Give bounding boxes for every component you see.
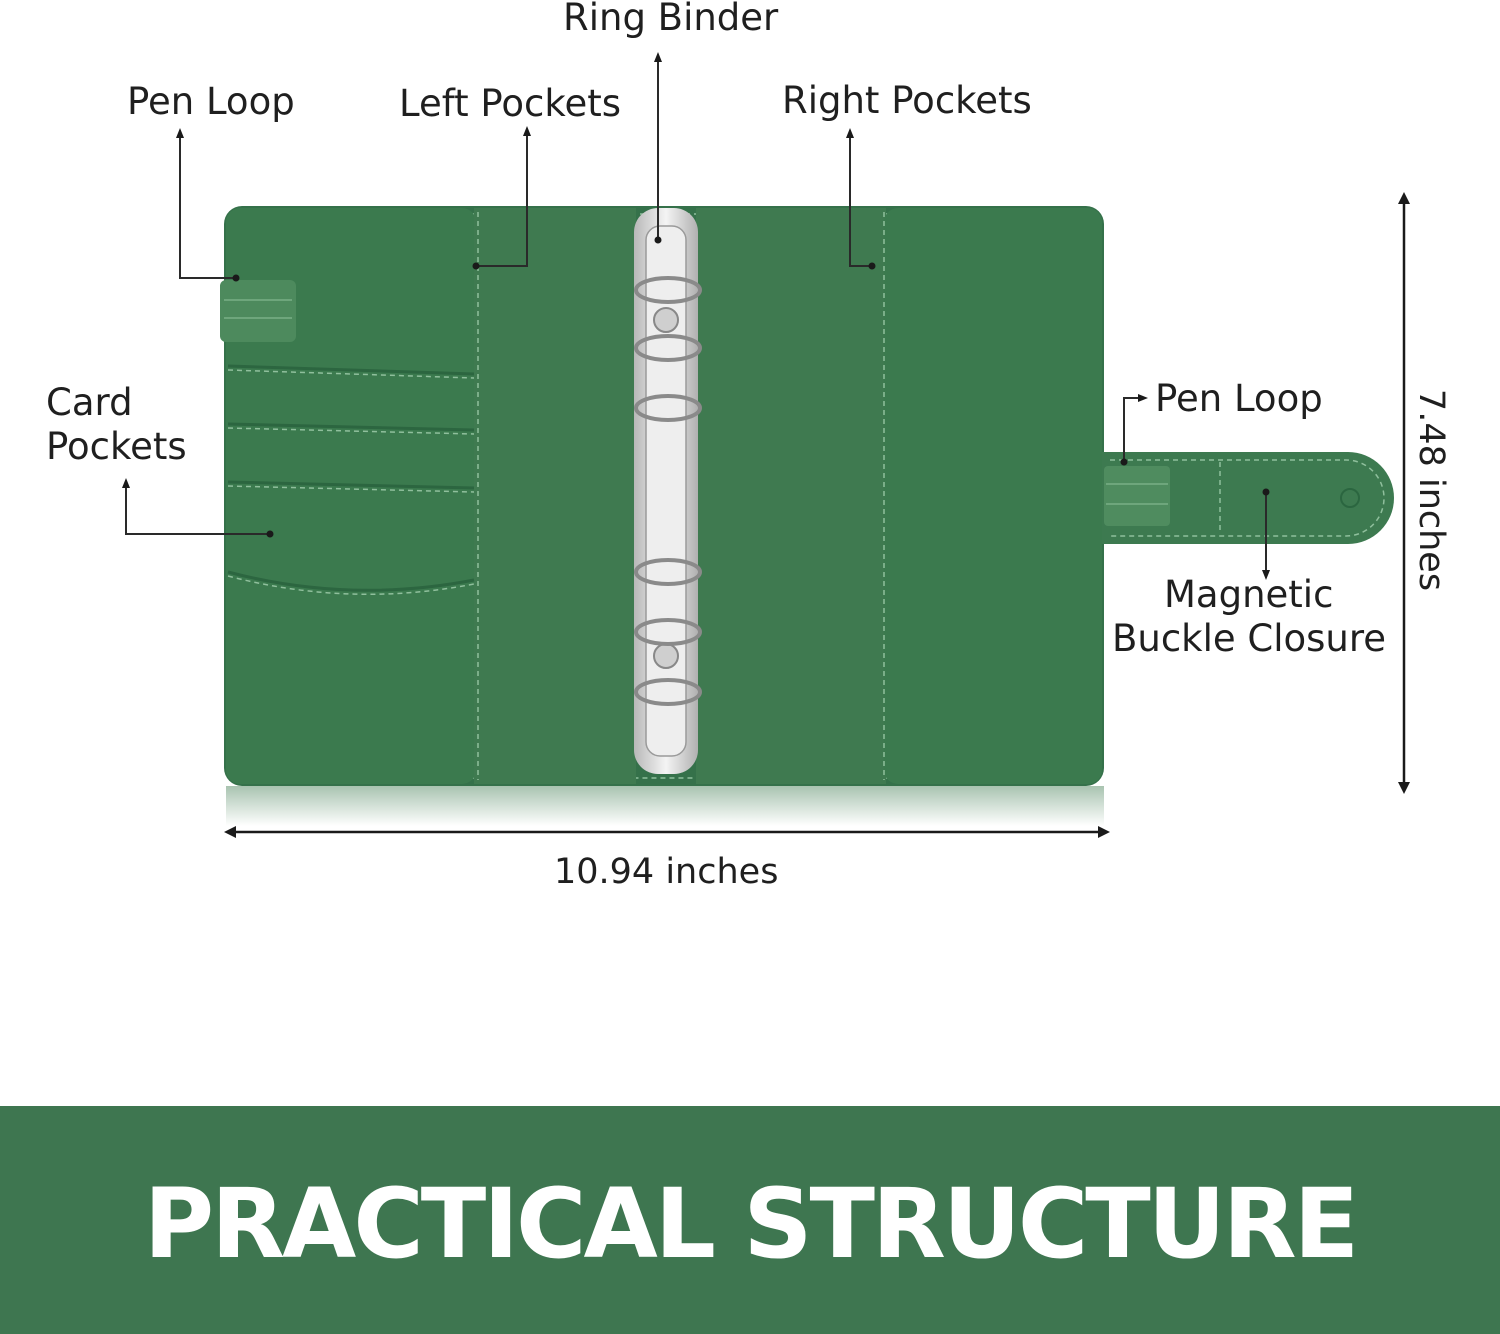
label-magnetic-line2: Buckle Closure — [1112, 617, 1387, 660]
label-magnetic-line1: Magnetic — [1164, 573, 1334, 616]
pen-loop-left — [220, 280, 296, 342]
label-left-pockets: Left Pockets — [399, 82, 621, 125]
width-dimension-label: 10.94 inches — [554, 852, 779, 892]
label-pen-loop-left: Pen Loop — [127, 80, 295, 123]
card-pockets — [227, 364, 475, 596]
left-pocket-panel — [474, 208, 636, 784]
label-ring-binder: Ring Binder — [563, 0, 779, 39]
label-right-pockets: Right Pockets — [782, 79, 1032, 122]
left-panel — [226, 208, 476, 784]
leader-arrowheads — [122, 52, 1270, 580]
label-card-pockets-line1: Card — [46, 381, 133, 424]
right-pocket-panel — [696, 208, 886, 784]
leader-dots — [232, 236, 1270, 538]
title-banner — [0, 1106, 1500, 1334]
leader-lines — [125, 60, 1267, 572]
height-dimension-arrow — [1398, 192, 1410, 794]
width-dimension-arrow — [224, 826, 1110, 838]
ring-binder — [634, 208, 702, 774]
label-pen-loop-right: Pen Loop — [1155, 377, 1323, 420]
right-panel — [884, 208, 1102, 784]
magnetic-buckle-closure — [1102, 452, 1394, 544]
binder-reflection — [226, 786, 1104, 826]
label-card-pockets-line2: Pockets — [46, 425, 187, 468]
banner-title: PRACTICAL STRUCTURE — [143, 1168, 1359, 1280]
height-dimension-label: 7.48 inches — [1411, 388, 1451, 592]
